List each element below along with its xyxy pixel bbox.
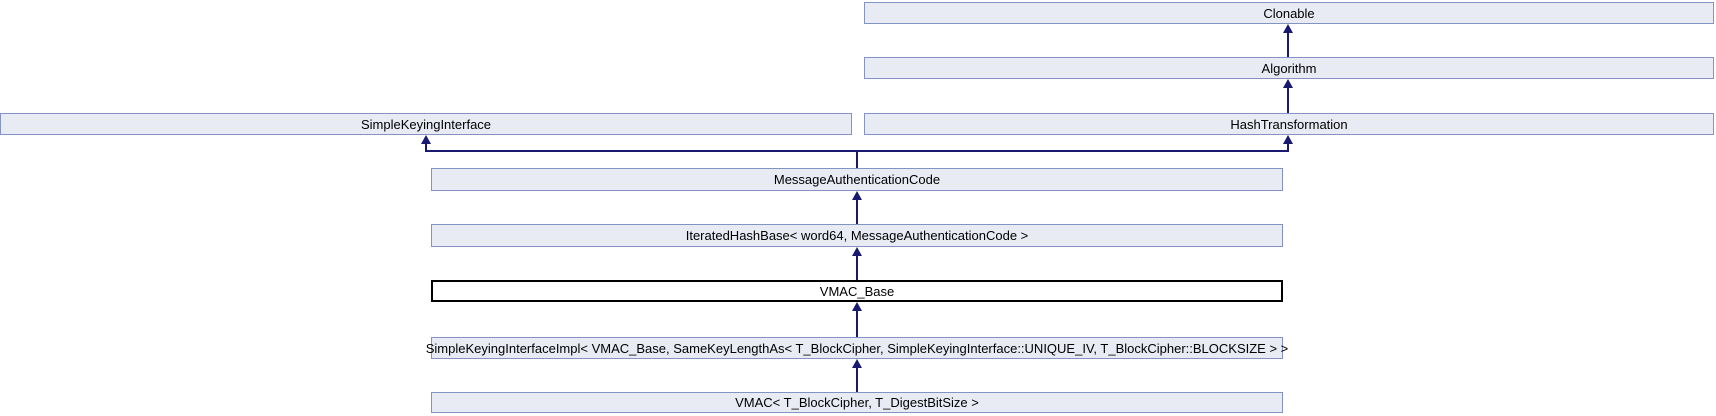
inheritance-edge-algorithm-to-clonable: [1287, 31, 1289, 57]
class-node-vmac[interactable]: VMAC< T_BlockCipher, T_DigestBitSize >: [431, 392, 1283, 413]
inheritance-edge-connector-drop: [856, 150, 858, 168]
class-node-vmac-base-current: VMAC_Base: [431, 280, 1283, 302]
inheritance-arrowhead-algorithm-to-clonable: [1283, 24, 1293, 33]
class-node-label: VMAC_Base: [819, 283, 895, 299]
inheritance-edge-iteratedhashbase-to-mac: [856, 198, 858, 224]
inheritance-arrowhead-hashtransformation-to-algorithm: [1283, 79, 1293, 88]
class-node-label: Clonable: [1263, 5, 1315, 21]
inheritance-arrowhead-iteratedhashbase-to-mac: [852, 191, 862, 200]
inheritance-arrowhead-mac-to-simplekeyinginterface: [421, 135, 431, 144]
class-node-simple-keying-interface[interactable]: SimpleKeyingInterface: [0, 113, 852, 135]
class-node-label: IteratedHashBase< word64, MessageAuthent…: [685, 228, 1029, 243]
inheritance-edge-mac-to-hashtransformation: [1287, 142, 1289, 151]
inheritance-edge-skiimpl-to-vmacbase: [856, 309, 858, 337]
class-node-clonable[interactable]: Clonable: [864, 2, 1714, 24]
class-node-label: SimpleKeyingInterfaceImpl< VMAC_Base, Sa…: [425, 340, 1289, 356]
inheritance-edge-hashtransformation-to-algorithm: [1287, 86, 1289, 113]
inheritance-edge-vmac-to-skiimpl: [856, 366, 858, 392]
class-node-label: VMAC< T_BlockCipher, T_DigestBitSize >: [735, 395, 979, 410]
class-node-label: SimpleKeyingInterface: [360, 116, 492, 132]
inheritance-arrowhead-skiimpl-to-vmacbase: [852, 302, 862, 311]
inheritance-edge-vmacbase-to-iteratedhashbase: [856, 254, 858, 280]
class-node-iterated-hash-base[interactable]: IteratedHashBase< word64, MessageAuthent…: [431, 224, 1283, 247]
class-node-message-authentication-code[interactable]: MessageAuthenticationCode: [431, 168, 1283, 191]
inheritance-arrowhead-vmac-to-skiimpl: [852, 359, 862, 368]
class-node-algorithm[interactable]: Algorithm: [864, 57, 1714, 79]
inheritance-arrowhead-mac-to-hashtransformation: [1283, 135, 1293, 144]
inheritance-arrowhead-vmacbase-to-iteratedhashbase: [852, 247, 862, 256]
class-node-label: HashTransformation: [1230, 116, 1348, 132]
class-node-simple-keying-interface-impl[interactable]: SimpleKeyingInterfaceImpl< VMAC_Base, Sa…: [426, 337, 1288, 359]
class-node-label: MessageAuthenticationCode: [773, 172, 941, 187]
class-node-label: Algorithm: [1261, 60, 1317, 76]
class-node-hash-transformation[interactable]: HashTransformation: [864, 113, 1714, 135]
inheritance-edge-mac-to-simplekeyinginterface: [425, 142, 427, 151]
